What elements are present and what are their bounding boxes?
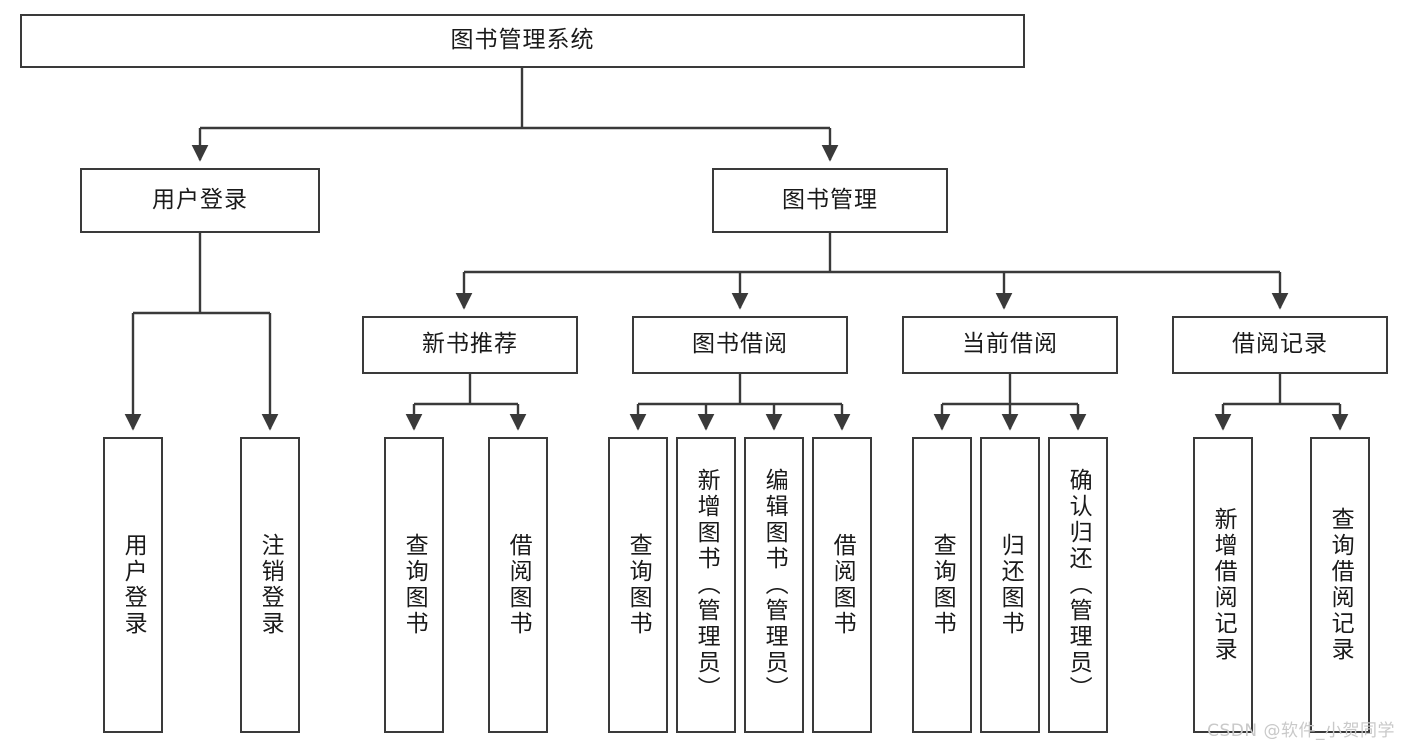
node-book-borrow[interactable]: 图书借阅 bbox=[632, 316, 848, 374]
node-leaf-new-book-query[interactable]: 查询图书 bbox=[384, 437, 444, 733]
node-leaf-book-borrow-borrow[interactable]: 借阅图书 bbox=[812, 437, 872, 733]
node-label: 图书管理 bbox=[782, 186, 878, 213]
node-leaf-borrow-record-query[interactable]: 查询借阅记录 bbox=[1310, 437, 1370, 733]
node-label: 当前借阅 bbox=[962, 331, 1058, 358]
node-label: 借阅图书 bbox=[829, 533, 856, 637]
node-leaf-book-borrow-edit[interactable]: 编辑图书（管理员） bbox=[744, 437, 804, 733]
node-user-login[interactable]: 用户登录 bbox=[80, 168, 320, 233]
node-label: 编辑图书（管理员） bbox=[761, 468, 788, 702]
node-borrow-record[interactable]: 借阅记录 bbox=[1172, 316, 1388, 374]
node-leaf-current-borrow-return[interactable]: 归还图书 bbox=[980, 437, 1040, 733]
node-leaf-borrow-record-add[interactable]: 新增借阅记录 bbox=[1193, 437, 1253, 733]
node-leaf-user-login-login[interactable]: 用户登录 bbox=[103, 437, 163, 733]
node-leaf-book-borrow-query[interactable]: 查询图书 bbox=[608, 437, 668, 733]
node-label: 借阅记录 bbox=[1232, 331, 1328, 358]
node-leaf-new-book-borrow[interactable]: 借阅图书 bbox=[488, 437, 548, 733]
csdn-watermark: CSDN @软件_小贺同学 bbox=[1207, 721, 1395, 741]
node-label: 新书推荐 bbox=[422, 331, 518, 358]
node-label: 注销登录 bbox=[257, 533, 284, 637]
node-label: 确认归还（管理员） bbox=[1065, 468, 1092, 702]
node-label: 查询图书 bbox=[401, 533, 428, 637]
node-leaf-current-borrow-query[interactable]: 查询图书 bbox=[912, 437, 972, 733]
node-label: 新增图书（管理员） bbox=[693, 468, 720, 702]
node-label: 查询借阅记录 bbox=[1327, 507, 1354, 663]
node-label: 新增借阅记录 bbox=[1210, 507, 1237, 663]
node-leaf-current-borrow-confirm-return[interactable]: 确认归还（管理员） bbox=[1048, 437, 1108, 733]
node-current-borrow[interactable]: 当前借阅 bbox=[902, 316, 1118, 374]
node-label: 用户登录 bbox=[120, 533, 147, 637]
node-label: 图书管理系统 bbox=[450, 27, 595, 54]
node-book-management[interactable]: 图书管理 bbox=[712, 168, 948, 233]
node-new-book-recommend[interactable]: 新书推荐 bbox=[362, 316, 578, 374]
node-leaf-book-borrow-add[interactable]: 新增图书（管理员） bbox=[676, 437, 736, 733]
node-label: 查询图书 bbox=[625, 533, 652, 637]
node-label: 用户登录 bbox=[152, 186, 248, 213]
node-label: 借阅图书 bbox=[505, 533, 532, 637]
node-label: 查询图书 bbox=[929, 533, 956, 637]
node-label: 归还图书 bbox=[997, 533, 1024, 637]
node-leaf-user-login-logout[interactable]: 注销登录 bbox=[240, 437, 300, 733]
node-root-book-management-system[interactable]: 图书管理系统 bbox=[20, 14, 1025, 68]
node-label: 图书借阅 bbox=[692, 331, 788, 358]
